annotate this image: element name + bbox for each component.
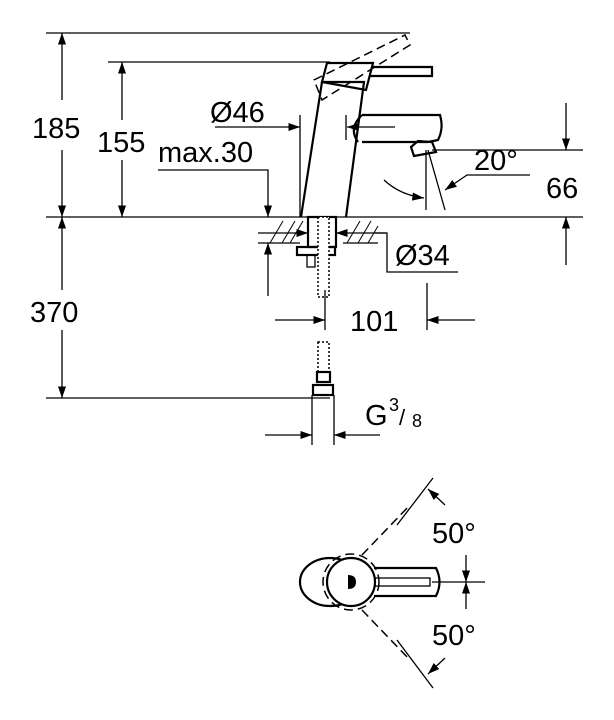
dim-101-label: 101	[350, 306, 398, 338]
dimension-66: 66	[546, 103, 578, 265]
fraction-slash: /	[399, 405, 406, 430]
connection-g-label: G	[365, 400, 388, 432]
dim-370-label: 370	[30, 297, 78, 329]
dim-20deg-label: 20°	[474, 145, 518, 177]
connection-denominator: 8	[412, 411, 422, 431]
dimension-connection: G 3 / 8	[265, 395, 422, 440]
faucet-side-view	[258, 33, 443, 445]
dim-max30-label: max.30	[158, 137, 253, 169]
faucet-top-view: 50° 50°	[298, 477, 485, 689]
dimension-101: 101	[275, 283, 475, 338]
dim-66-label: 66	[546, 173, 578, 205]
dimension-370: 370	[30, 217, 78, 398]
angle-lower-label: 50°	[432, 620, 476, 652]
dim-d46-label: Ø46	[210, 97, 265, 129]
angle-upper-label: 50°	[432, 518, 476, 550]
dim-155-label: 155	[97, 127, 145, 159]
dimension-155: 155	[97, 62, 145, 217]
connection-numerator: 3	[389, 395, 399, 415]
dimension-d46: Ø46	[210, 97, 395, 217]
dimension-max30: max.30	[158, 137, 273, 296]
reference-lines	[46, 32, 583, 399]
dimension-20deg: 20°	[383, 145, 583, 211]
dimension-185: 185	[32, 33, 80, 217]
dimension-d34: Ø34	[258, 228, 458, 273]
dim-d34-label: Ø34	[395, 240, 450, 272]
dim-185-label: 185	[32, 113, 80, 145]
